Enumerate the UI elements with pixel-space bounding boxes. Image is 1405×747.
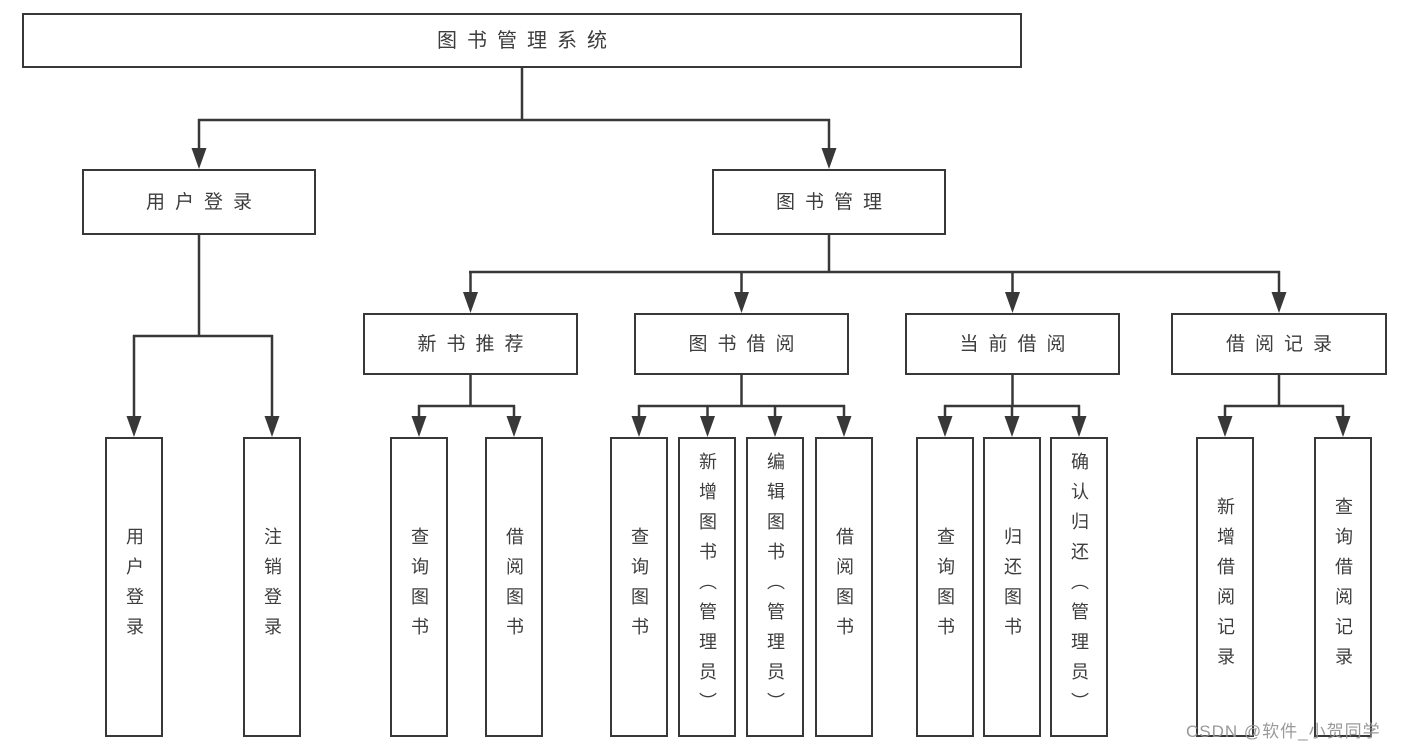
leaf-query-books-recommend: 查询图书	[390, 437, 448, 737]
leaf-query-books-borrow: 查询图书	[610, 437, 668, 737]
leaf-return-books: 归还图书	[983, 437, 1041, 737]
leaf-confirm-return-admin: 确认归还（管理员）	[1050, 437, 1108, 737]
leaf-user-login: 用户登录	[105, 437, 163, 737]
leaf-add-borrow-record: 新增借阅记录	[1196, 437, 1254, 737]
node-borrow-records: 借阅记录	[1171, 313, 1387, 375]
node-root-system: 图书管理系统	[22, 13, 1022, 68]
leaf-query-borrow-record: 查询借阅记录	[1314, 437, 1372, 737]
node-user-login: 用户登录	[82, 169, 316, 235]
leaf-logout: 注销登录	[243, 437, 301, 737]
leaf-add-books-admin: 新增图书（管理员）	[678, 437, 736, 737]
node-current-borrow: 当前借阅	[905, 313, 1120, 375]
tree-edges	[132, 68, 1345, 420]
node-book-management: 图书管理	[712, 169, 946, 235]
leaf-borrow-books: 借阅图书	[815, 437, 873, 737]
node-book-borrow: 图书借阅	[634, 313, 849, 375]
leaf-edit-books-admin: 编辑图书（管理员）	[746, 437, 804, 737]
arrowheads	[126, 148, 1351, 437]
csdn-watermark: CSDN @软件_小贺同学	[1186, 722, 1381, 741]
leaf-borrow-books-recommend: 借阅图书	[485, 437, 543, 737]
node-new-book-recommend: 新书推荐	[363, 313, 578, 375]
leaf-query-books-current: 查询图书	[916, 437, 974, 737]
